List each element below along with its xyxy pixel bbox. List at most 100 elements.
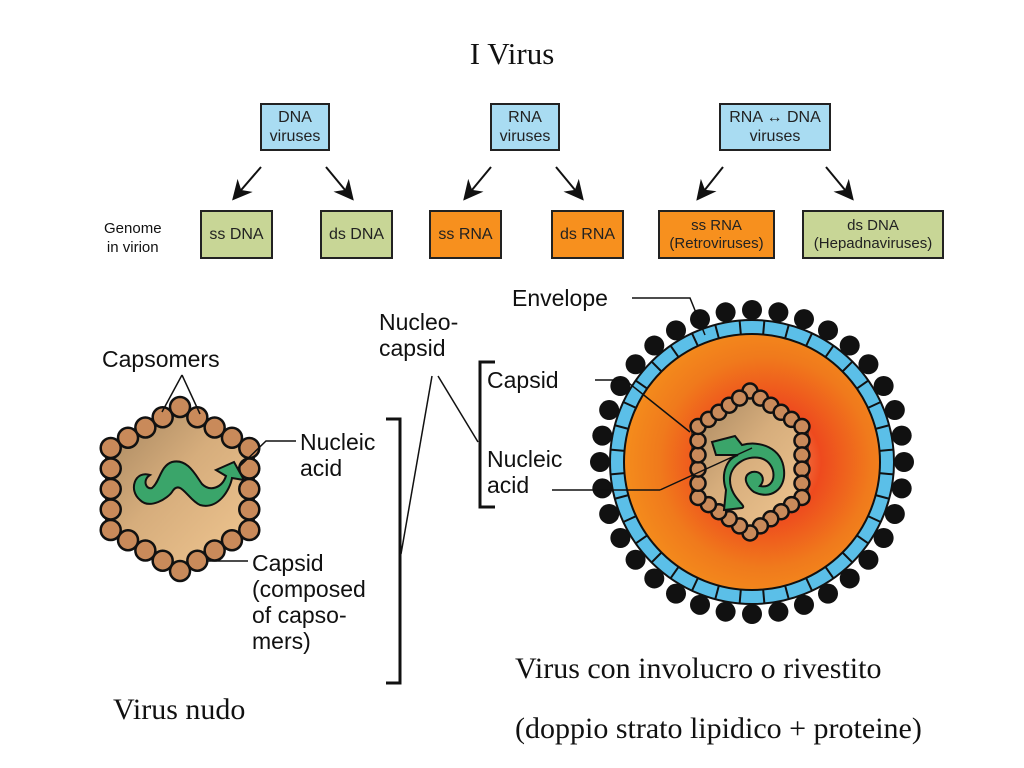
envelope-segment-divider	[714, 585, 720, 600]
pointer-line	[659, 447, 753, 491]
envelope-segment-divider	[650, 360, 663, 373]
genome-row-label: Genome in virion	[104, 219, 162, 257]
envelope-spike	[592, 478, 613, 499]
envelope-spike	[793, 309, 814, 330]
label-line: Capsid	[252, 550, 324, 576]
capsomer	[238, 518, 261, 542]
envelope-segment-divider	[856, 534, 869, 545]
group-box-rna-dna-viruses: RNA ↔ DNA viruses	[719, 103, 831, 151]
envelope-segment-divider	[610, 448, 625, 452]
group-label-line: RNA	[508, 109, 542, 126]
arrow	[232, 166, 262, 201]
enveloped-virus-illustration	[552, 297, 914, 624]
envelope-segment-divider	[622, 401, 637, 409]
envelope-spike	[858, 549, 879, 570]
label-line: (composed	[252, 576, 366, 602]
capsomer	[689, 446, 707, 464]
capsomer	[793, 446, 811, 464]
envelope-spike	[858, 354, 879, 375]
envelope-segment-divider	[650, 551, 663, 564]
envelope-segment-divider	[841, 551, 854, 564]
genome-label: ss DNA	[209, 226, 264, 243]
envelope-segment-divider	[635, 534, 648, 545]
genome-box-ss-rna-retroviruses: ss RNA (Retroviruses)	[658, 210, 775, 259]
pointer-line	[181, 374, 201, 415]
capsomer	[134, 539, 157, 562]
group-box-dna-viruses: DNA viruses	[260, 103, 330, 151]
pointer-line	[237, 440, 296, 469]
envelope-spike	[793, 594, 814, 615]
envelope-spike	[891, 478, 912, 499]
capsomer	[151, 406, 174, 429]
capsomer	[99, 457, 122, 480]
capsomer	[99, 498, 122, 521]
envelope-segment-divider	[856, 379, 869, 390]
envelope-spike	[690, 594, 711, 615]
capsomer	[689, 431, 707, 450]
envelope-segment-divider	[875, 494, 890, 500]
capsomer	[238, 477, 261, 501]
envelope-spike	[610, 528, 631, 548]
label-capsomers: Capsomers	[102, 346, 220, 372]
arrow	[825, 166, 854, 201]
envelope-segment-divider	[824, 345, 835, 358]
genome-label: ss RNA	[691, 216, 742, 234]
enveloped-nucleic-acid	[710, 434, 786, 512]
capsomer	[220, 529, 244, 552]
envelope-spike	[666, 320, 686, 341]
capsomer	[793, 431, 811, 450]
naked-capsomers	[99, 395, 261, 583]
label-line: acid	[487, 472, 530, 498]
envelope-spike	[884, 400, 905, 421]
envelope-spike	[625, 549, 646, 570]
envelope-segment-divider	[879, 448, 894, 452]
genome-box-ds-rna: ds RNA	[551, 210, 624, 259]
envelope-spikes	[590, 300, 914, 624]
label-capsid-enveloped: Capsid	[487, 367, 559, 393]
label-capsid-naked: Capsid (composed of capso- mers)	[252, 550, 366, 654]
capsomer	[220, 426, 244, 449]
envelope-spike	[873, 376, 894, 396]
caption-enveloped-virus: Virus con involucro o rivestito	[515, 652, 882, 685]
label-line: capsid	[379, 335, 446, 361]
envelope-spike	[742, 300, 762, 320]
label-line: Nucleic	[487, 446, 563, 472]
envelope-segment-divider	[875, 424, 890, 430]
genome-box-ds-dna: ds DNA	[320, 210, 393, 259]
capsomer	[168, 559, 192, 583]
label-line: of capso-	[252, 602, 347, 628]
envelope-segment-divider	[669, 566, 680, 579]
envelope-segment-divider	[784, 585, 790, 600]
arrow	[696, 166, 724, 201]
arrow	[555, 166, 584, 201]
label-line: acid	[300, 455, 343, 481]
capsomer	[99, 518, 122, 542]
envelope-segment-divider	[762, 320, 766, 335]
envelope-spike	[839, 335, 860, 356]
pointer-line	[437, 375, 479, 443]
envelope-segment-divider	[867, 401, 882, 409]
envelope-spike	[715, 302, 736, 323]
group-label-line: viruses	[749, 128, 801, 145]
group-box-rna-viruses: RNA viruses	[490, 103, 560, 151]
envelope-segment-divider	[610, 472, 625, 476]
group-label-line: viruses	[499, 128, 551, 145]
genome-box-ss-rna: ss RNA	[429, 210, 502, 259]
envelope-spike	[768, 302, 789, 323]
envelope-spike	[590, 452, 610, 472]
envelope-spike	[768, 601, 789, 622]
genome-label: ds DNA	[847, 216, 899, 234]
envelope-segment-divider	[635, 379, 648, 390]
envelope-segment-divider	[867, 515, 882, 523]
pointer-line	[632, 297, 706, 336]
arrow	[463, 166, 492, 201]
envelope-segment-divider	[614, 494, 629, 500]
envelope-spike	[644, 568, 665, 589]
envelope-spike	[873, 528, 894, 548]
capsomer	[151, 549, 174, 572]
envelope-spike	[818, 320, 838, 341]
pointer-line	[595, 379, 691, 433]
envelope-spike	[644, 335, 665, 356]
classification-arrows	[232, 166, 854, 201]
